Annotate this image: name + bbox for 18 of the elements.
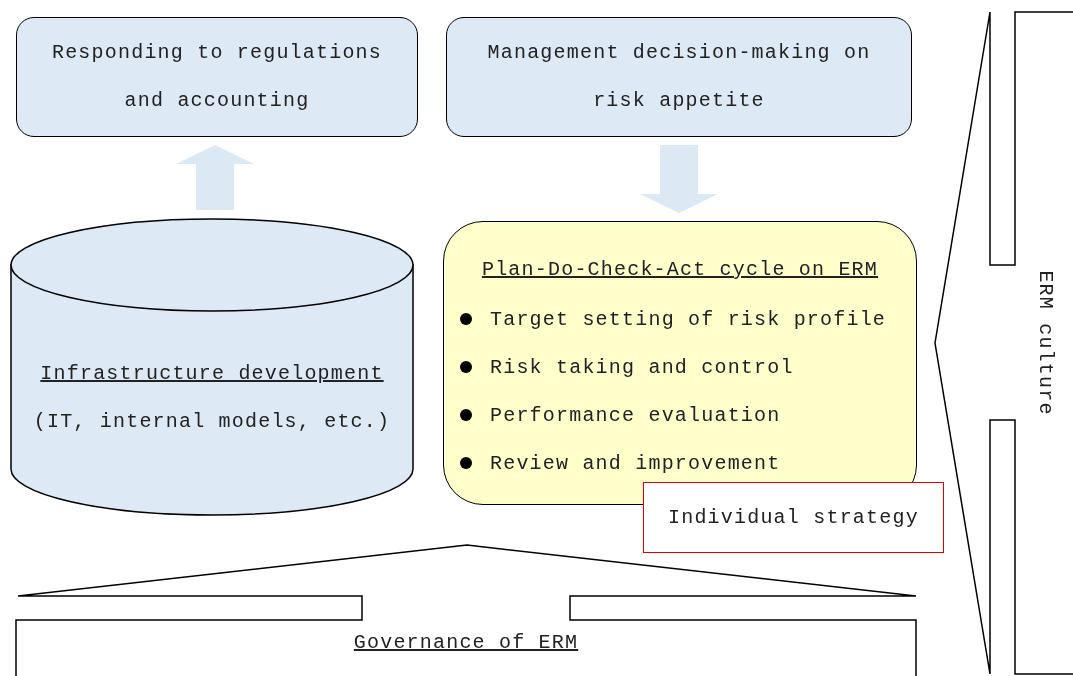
governance-label: Governance of ERM xyxy=(352,630,580,656)
rounded-box xyxy=(446,17,912,137)
cylinder-subtext: (IT, internal models, etc.) xyxy=(32,409,392,435)
box-label: Management decision-making on risk appetite xyxy=(486,40,872,114)
vertical-label: ERM culture xyxy=(1033,270,1057,416)
strategy-label: Individual strategy xyxy=(667,504,920,531)
box-label: Responding to regulations and accounting xyxy=(50,40,384,114)
panel-heading: Plan-Do-Check-Act cycle on ERM xyxy=(480,257,880,283)
rounded-box xyxy=(16,17,418,137)
bullet-text: Risk taking and control xyxy=(490,355,794,379)
bullet-text: Performance evaluation xyxy=(490,403,781,427)
rounded-panel xyxy=(443,221,917,505)
cylinder-heading: Infrastructure development xyxy=(39,361,385,387)
bullet-text: Review and improvement xyxy=(490,451,781,475)
bullet-text: Target setting of risk profile xyxy=(490,307,887,331)
block-arrow xyxy=(176,145,254,210)
strategy-box xyxy=(643,482,944,553)
block-arrow xyxy=(640,145,718,213)
